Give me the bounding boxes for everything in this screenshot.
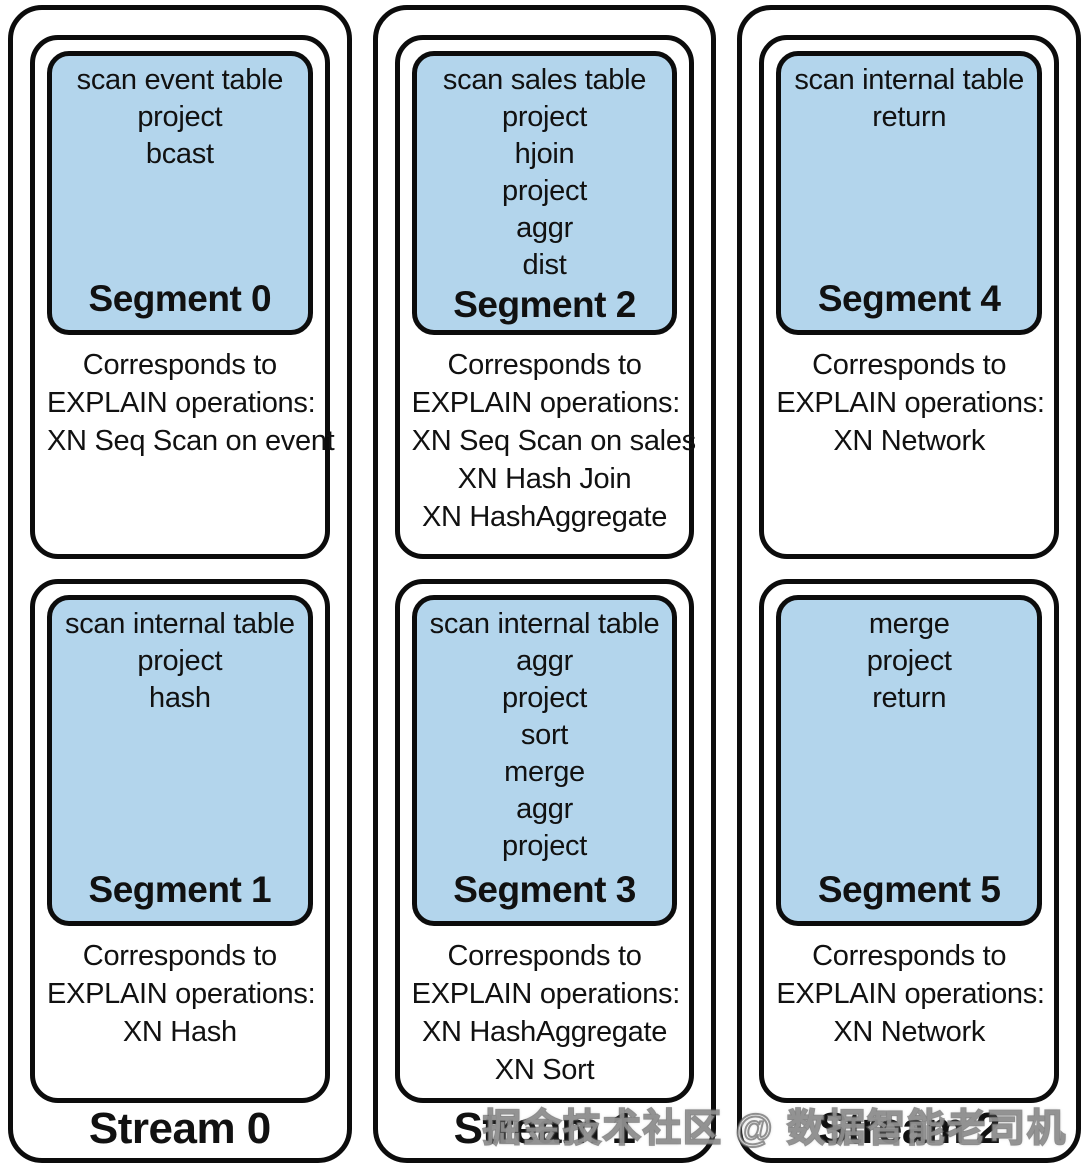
stream-panel: scan event table project bcast Segment 0 C… — [8, 5, 352, 1163]
segment-operations: scan event table project bcast — [76, 62, 284, 173]
explain-line: XN Seq Scan on event — [47, 425, 335, 457]
segment-operation: project — [502, 830, 587, 862]
segment-operation: hash — [148, 682, 211, 714]
segment-operation: aggr — [516, 645, 573, 677]
explain-line: Corresponds to — [447, 940, 642, 972]
segment-operation: scan internal table — [794, 64, 1025, 96]
explain-block: Corresponds to EXPLAIN operations: XN Hash — [47, 937, 316, 1051]
explain-block: Corresponds to EXPLAIN operations: XN Seq … — [47, 346, 335, 460]
stream-label: Stream 0 — [88, 1104, 271, 1153]
segment-operations: scan internal table return — [794, 62, 1024, 136]
explain-line: Corresponds to — [82, 349, 277, 381]
segment-label: Segment 1 — [88, 869, 272, 910]
segment-box: scan internal table project hash Segment 1 — [47, 595, 313, 926]
explain-block: Corresponds to EXPLAIN operations: XN Hash… — [411, 937, 681, 1089]
explain-line: Corresponds to — [812, 940, 1007, 972]
stream-label: Stream 2 — [818, 1104, 1001, 1153]
segment-box: scan event table project bcast Segment 0 — [47, 51, 313, 335]
explain-line: XN HashAggregate — [421, 501, 668, 533]
segment-group: merge project return Segment 5 Corresponds… — [759, 579, 1060, 1103]
segment-label: Segment 2 — [453, 284, 636, 325]
segment-group: scan sales table project hjoin project aggr d… — [394, 35, 696, 559]
segment-operations: scan internal table project hash — [65, 606, 295, 717]
segment-operation: project — [866, 645, 952, 677]
segment-label: Segment 5 — [817, 869, 1001, 910]
explain-line: EXPLAIN operations: — [776, 387, 1045, 419]
stream-panel: scan internal table return Segment 4 Corr… — [737, 5, 1082, 1163]
segment-operation: scan internal table — [65, 608, 295, 640]
explain-line: XN Sort — [494, 1054, 595, 1086]
segment-label: Segment 3 — [453, 869, 636, 910]
segment-box: merge project return Segment 5 — [776, 595, 1043, 926]
explain-line: EXPLAIN operations: — [776, 978, 1045, 1010]
segment-operation: aggr — [516, 793, 573, 825]
explain-line: XN Hash Join — [457, 463, 632, 495]
explain-block: Corresponds to EXPLAIN operations: XN Seq … — [411, 346, 696, 536]
explain-line: XN Network — [833, 425, 986, 457]
segment-operations: merge project return — [867, 606, 952, 717]
segment-operation: scan event table — [76, 64, 284, 96]
segment-operation: return — [872, 682, 947, 714]
segment-box: scan internal table return Segment 4 — [776, 51, 1043, 335]
explain-line: XN Network — [833, 1016, 986, 1048]
segment-operation: hjoin — [514, 138, 575, 170]
segment-operations: scan sales table project hjoin project aggr d… — [443, 62, 646, 284]
segment-operation: dist — [522, 249, 567, 281]
segment-group: scan internal table project hash Segment 1… — [30, 579, 330, 1103]
stream-panel: scan sales table project hjoin project aggr d… — [372, 5, 717, 1163]
segment-group: scan internal table aggr project sort merge a… — [394, 579, 695, 1103]
segment-operation: project — [137, 101, 223, 133]
segment-group: scan event table project bcast Segment 0 C… — [30, 35, 335, 559]
segment-box: scan internal table aggr project sort merge a… — [411, 595, 678, 926]
explain-block: Corresponds to EXPLAIN operations: XN Netw… — [776, 937, 1045, 1051]
segment-operation: project — [502, 101, 587, 133]
explain-line: Corresponds to — [447, 349, 642, 381]
segment-label: Segment 4 — [817, 278, 1001, 319]
segment-group: scan internal table return Segment 4 Corr… — [759, 35, 1060, 559]
explain-line: EXPLAIN operations: — [411, 978, 681, 1010]
explain-line: EXPLAIN operations: — [411, 387, 681, 419]
segment-operation: merge — [868, 608, 950, 640]
segment-operation: scan sales table — [442, 64, 647, 96]
segment-operation: aggr — [516, 212, 573, 244]
explain-line: XN Hash — [122, 1016, 237, 1048]
segment-box: scan sales table project hjoin project aggr d… — [411, 51, 678, 335]
segment-label: Segment 0 — [88, 278, 272, 319]
segment-operation: project — [502, 175, 587, 207]
explain-line: Corresponds to — [82, 940, 277, 972]
segment-operations: scan internal table aggr project sort merge a… — [430, 606, 660, 865]
segment-operation: bcast — [145, 138, 214, 170]
stream-label: Stream 1 — [453, 1104, 636, 1153]
explain-line: EXPLAIN operations: — [47, 978, 316, 1010]
segment-operation: project — [137, 645, 223, 677]
explain-line: EXPLAIN operations: — [47, 387, 316, 419]
segment-operation: scan internal table — [429, 608, 660, 640]
explain-block: Corresponds to EXPLAIN operations: XN Netw… — [776, 346, 1045, 460]
explain-line: Corresponds to — [812, 349, 1007, 381]
segment-operation: merge — [504, 756, 585, 788]
segment-operation: sort — [520, 719, 569, 751]
segment-operation: return — [872, 101, 947, 133]
segment-operation: project — [502, 682, 587, 714]
explain-line: XN HashAggregate — [421, 1016, 668, 1048]
explain-line: XN Seq Scan on sales — [411, 425, 696, 457]
